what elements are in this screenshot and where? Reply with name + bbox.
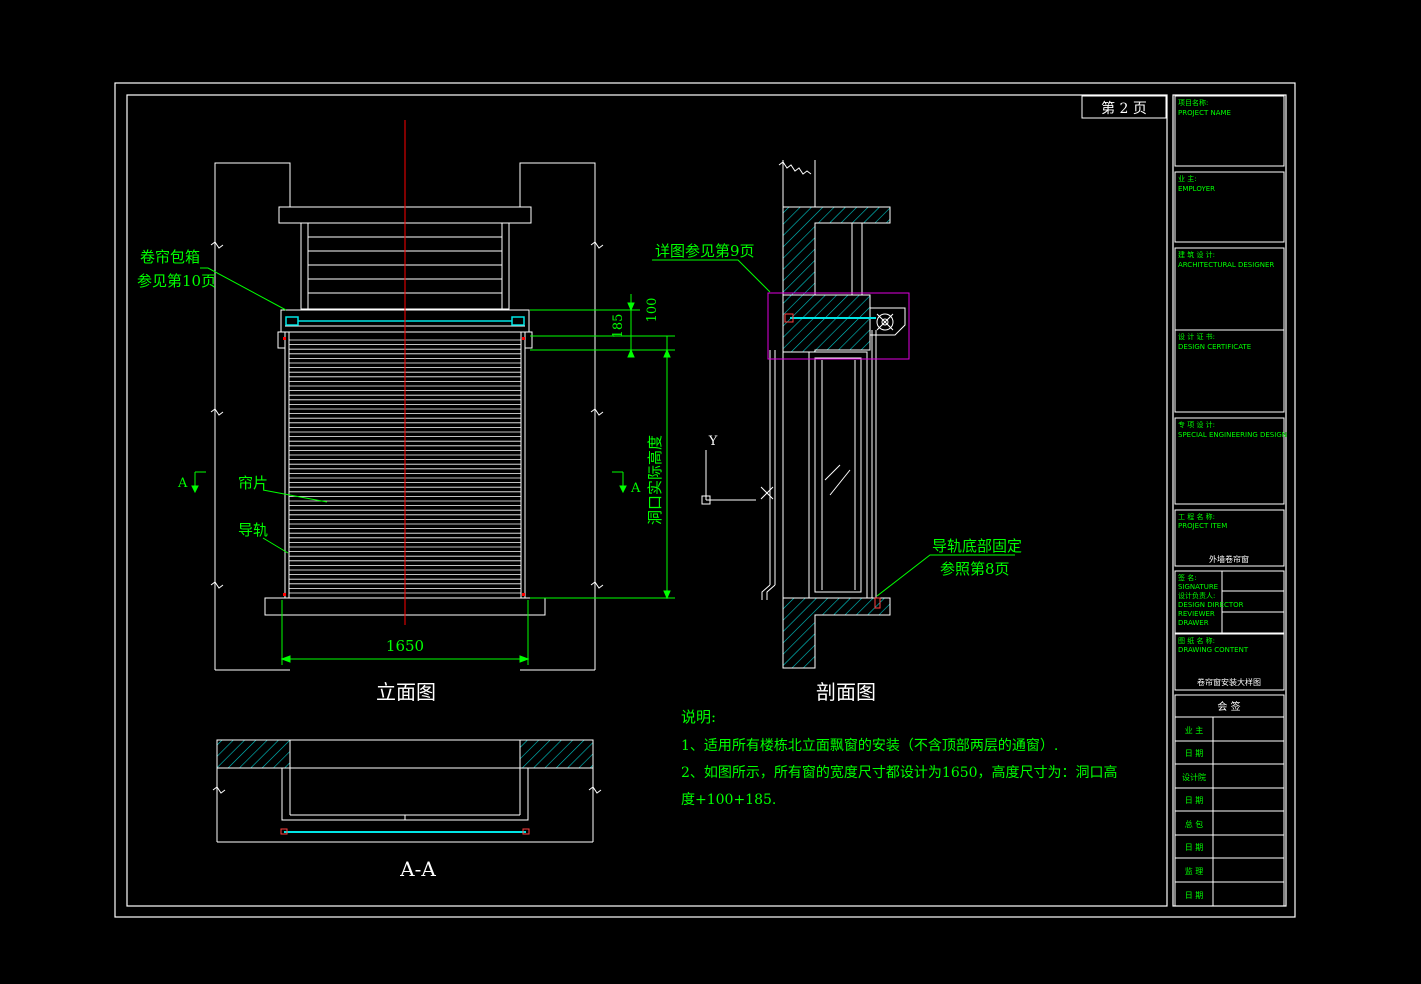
elevation-dimensions — [191, 267, 675, 665]
page-label-box: 第 2 页 — [1081, 95, 1167, 119]
detail-note: 详图参见第9页 — [655, 242, 755, 260]
section-leaders — [652, 259, 1015, 597]
tb-row-1: 日 期 — [1185, 749, 1204, 758]
tb-project-name: 项目名称: — [1178, 98, 1208, 107]
tb-owner-en: EMPLOYER — [1178, 185, 1215, 193]
rail-label: 导轨 — [238, 521, 268, 539]
tb-row-2: 设计院 — [1182, 772, 1206, 782]
notes-line-2: 2、如图所示，所有窗的宽度尺寸都设计为1650，高度尺寸为：洞口高 — [681, 764, 1118, 781]
tb-design-cert-en: DESIGN CERTIFICATE — [1178, 343, 1251, 351]
rail-note-1: 导轨底部固定 — [932, 537, 1022, 555]
tb-row-6: 监 理 — [1185, 866, 1204, 876]
tb-drawing-en: DRAWING CONTENT — [1178, 646, 1249, 654]
section-title: 剖面图 — [816, 680, 876, 704]
box-note-1: 卷帘包箱 — [140, 248, 200, 266]
tb-engineering-value: 外墙卷帘窗 — [1209, 554, 1249, 564]
tb-consultant: 专 项 设 计: — [1178, 420, 1215, 429]
tb-sign-en: SIGNATURE — [1178, 583, 1218, 591]
notes-line-1: 1、适用所有楼栋北立面飘窗的安装（不含顶部两层的通窗）. — [681, 737, 1058, 754]
section-view — [761, 160, 910, 669]
fixing-points — [283, 337, 525, 596]
tb-architect: 建 筑 设 计: — [1178, 250, 1215, 259]
tb-row-0: 业 主 — [1185, 725, 1204, 735]
tb-drawing-value: 卷帘窗安装大样图 — [1197, 677, 1261, 687]
tb-row-5: 日 期 — [1185, 843, 1204, 852]
axis-y-label: Y — [708, 434, 718, 449]
tb-engineering: 工 程 名 称: — [1178, 512, 1215, 521]
elevation-title: 立面图 — [376, 680, 436, 704]
notes-line-3: 度+100+185. — [681, 792, 776, 808]
elevation-view — [210, 162, 604, 671]
rail-note-2: 参照第8页 — [940, 560, 1010, 578]
plan-view — [212, 739, 602, 843]
ucs-axis-icon — [701, 450, 774, 505]
tb-drawing: 图 纸 名 称: — [1178, 636, 1215, 645]
tb-consultant-en: SPECIAL ENGINEERING DESIGN — [1178, 431, 1287, 439]
tb-row-3: 日 期 — [1185, 796, 1204, 805]
width-dimension-label: 1650 — [386, 637, 424, 655]
tb-extra-1: REVIEWER — [1178, 610, 1215, 618]
title-block — [1174, 95, 1285, 907]
tb-project-name-en: PROJECT NAME — [1178, 109, 1231, 117]
tb-extra-2: DRAWER — [1178, 619, 1209, 627]
tb-row-4: 总 包 — [1185, 819, 1204, 829]
tb-approval: 会 签 — [1217, 700, 1240, 713]
tb-design-cert: 设 计 证 书: — [1178, 332, 1215, 341]
page-label: 第 2 页 — [1101, 100, 1147, 117]
tb-designer-en: DESIGN DIRECTOR — [1178, 601, 1244, 609]
tb-designer: 设计负责人: — [1178, 591, 1215, 600]
opening-height-label: 洞口实际高度 — [646, 435, 664, 525]
tb-engineering-en: PROJECT ITEM — [1178, 522, 1227, 530]
tb-sign: 签 名: — [1178, 573, 1197, 582]
tb-row-7: 日 期 — [1185, 891, 1204, 900]
section-mark-right: A — [630, 481, 641, 496]
box-note-2: 参见第10页 — [137, 272, 216, 290]
notes-heading: 说明: — [681, 708, 716, 726]
slat-label: 帘片 — [238, 474, 268, 492]
title-block-text: 项目名称: PROJECT NAME 业 主: EMPLOYER 建 筑 设 计… — [1178, 98, 1287, 900]
dim-185-label: 185 — [611, 314, 626, 339]
section-mark-left: A — [177, 476, 188, 491]
tb-architect-en: ARCHITECTURAL DESIGNER — [1178, 261, 1274, 269]
plan-title: A-A — [399, 857, 436, 881]
dim-100-label: 100 — [645, 298, 660, 323]
tb-owner: 业 主: — [1178, 174, 1197, 183]
